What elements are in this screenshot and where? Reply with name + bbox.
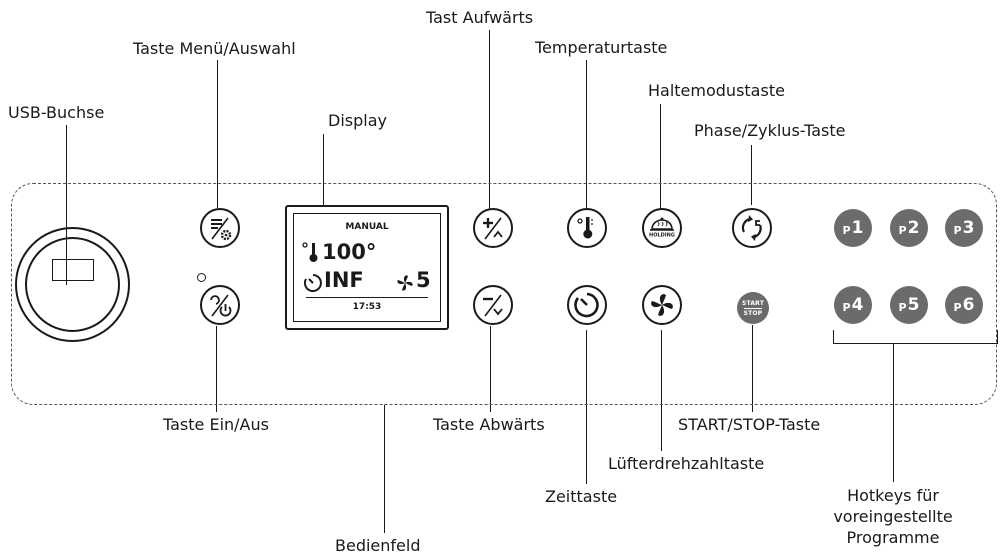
label-onoff: Taste Ein/Aus [163,415,269,434]
label-menu: Taste Menü/Auswahl [133,39,296,58]
phase-cycle-button[interactable] [732,208,772,248]
leader-up [489,30,491,210]
leader-fan [661,330,663,451]
label-time: Zeittaste [545,487,618,506]
holding-cloche-icon: HOLDING [649,217,675,239]
display-fan-value: 5 [416,268,431,292]
label-up: Tast Aufwärts [426,8,534,27]
fan-icon [651,294,673,316]
start-text: START [741,299,765,307]
label-fan: Lüfterdrehzahltaste [608,454,765,473]
display-mode: MANUAL [345,222,389,232]
leader-time [586,330,588,484]
label-usb: USB-Buchse [8,103,105,122]
label-hold: Haltemodustaste [648,81,785,100]
thermometer-icon [302,242,318,262]
timer-icon [303,274,322,292]
power-icon [210,294,232,317]
leader-onoff [216,326,218,412]
power-button[interactable] [200,285,240,325]
leader-menu [217,60,219,208]
plus-up-icon [483,217,503,240]
leader-usb [66,125,68,285]
power-led-indicator [197,273,206,282]
holding-button[interactable]: HOLDING [642,208,682,248]
time-button[interactable] [567,285,607,325]
control-panel [11,183,997,405]
fan-icon [397,275,413,291]
menu-settings-icon [211,217,232,241]
up-button[interactable] [473,208,513,248]
display-clock: 17:53 [352,302,382,312]
cycle-arrows-icon [741,215,762,241]
label-hotkeys: Hotkeys für voreingestellte Programme [833,486,953,547]
menu-button[interactable] [200,208,240,248]
leader-phase [751,145,753,205]
temperature-button[interactable] [567,208,607,248]
leader-hotkeys [893,344,895,482]
display-screen: MANUAL 100° INF 5 17 [285,205,449,330]
thermometer-icon [577,217,593,239]
timer-icon [574,292,599,318]
start-stop-button[interactable]: START STOP [737,292,769,324]
label-display: Display [328,111,387,130]
leader-hold [660,104,662,210]
label-phase: Phase/Zyklus-Taste [694,121,846,140]
leader-temp [586,60,588,210]
usb-port-icon [52,259,94,281]
down-button[interactable] [473,285,513,325]
label-startstop: START/STOP-Taste [678,415,821,434]
leader-panel [384,405,386,533]
leader-startstop [752,325,754,412]
display-temperature: 100° [322,240,377,264]
display-time-value: INF [324,268,364,292]
hotkeys-bracket [833,330,998,344]
stop-text: STOP [743,309,763,317]
fan-speed-button[interactable] [642,285,682,325]
label-panel: Bedienfeld [335,536,421,555]
holding-text: HOLDING [649,233,675,239]
usb-socket [15,227,130,342]
minus-down-icon [483,294,503,317]
leader-display [323,134,325,224]
leader-down [490,326,492,412]
label-temp: Temperaturtaste [535,38,668,57]
label-down: Taste Abwärts [433,415,545,434]
